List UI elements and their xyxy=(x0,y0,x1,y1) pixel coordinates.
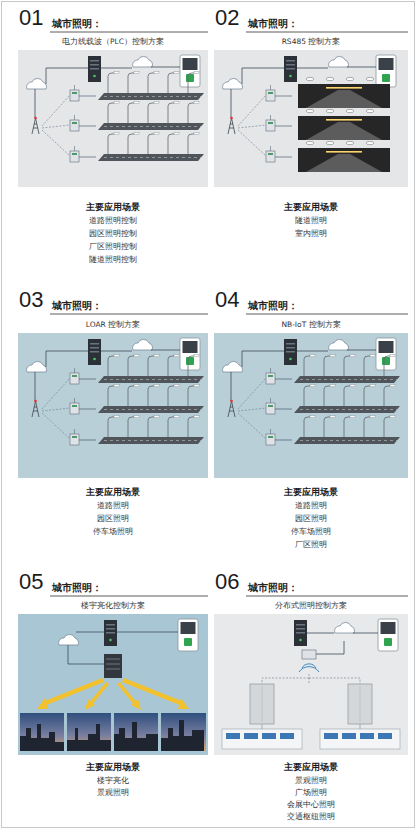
scheme-title: LOAR 控制方案 xyxy=(18,320,208,329)
scheme-title: RS485 控制方案 xyxy=(214,37,408,46)
scenario-heading: 主要应用场景 xyxy=(214,202,408,213)
scenario-item: 广场照明 xyxy=(214,788,408,798)
scheme-title: NB-IoT 控制方案 xyxy=(214,320,408,329)
scenario-item: 厂区照明 xyxy=(214,540,408,550)
section-number: 02 xyxy=(215,7,239,29)
section-title: 城市照明： xyxy=(248,18,298,29)
scenario-item: 景观照明 xyxy=(18,788,208,798)
section-number: 06 xyxy=(215,571,239,593)
scenario-item: 隧道照明控制 xyxy=(18,255,208,265)
scenario-item: 厂区照明控制 xyxy=(18,242,208,252)
section-title: 城市照明： xyxy=(248,582,298,593)
scenario-item: 景观照明 xyxy=(214,776,408,786)
scenario-item: 道路照明控制 xyxy=(18,216,208,226)
scenario-item: 交通枢纽照明 xyxy=(214,812,408,822)
section-title: 城市照明： xyxy=(52,582,102,593)
scenario-item: 室内照明 xyxy=(214,229,408,239)
scenario-item: 停车场照明 xyxy=(18,527,208,537)
scheme-title: 分布式照明控制方案 xyxy=(214,601,408,610)
scheme-title: 楼宇亮化控制方案 xyxy=(18,601,208,610)
scenario-item: 道路照明 xyxy=(18,501,208,511)
scenario-item: 会展中心照明 xyxy=(214,800,408,810)
scenario-heading: 主要应用场景 xyxy=(18,762,208,773)
scenario-item: 园区照明 xyxy=(18,514,208,524)
scheme-title: 电力线载波（PLC）控制方案 xyxy=(18,37,208,46)
section-number: 04 xyxy=(215,289,239,311)
section-number: 03 xyxy=(19,289,43,311)
scenario-item: 楼宇亮化 xyxy=(18,776,208,786)
scenario-item: 道路照明 xyxy=(214,501,408,511)
section-title: 城市照明： xyxy=(248,300,298,311)
scenario-heading: 主要应用场景 xyxy=(214,762,408,773)
scenario-item: 园区照明 xyxy=(214,514,408,524)
scenario-item: 园区照明控制 xyxy=(18,229,208,239)
scenario-heading: 主要应用场景 xyxy=(18,202,208,213)
section-number: 05 xyxy=(19,571,43,593)
scenario-heading: 主要应用场景 xyxy=(18,487,208,498)
section-title: 城市照明： xyxy=(52,300,102,311)
section-number: 01 xyxy=(19,7,43,29)
section-title: 城市照明： xyxy=(52,18,102,29)
scenario-item: 停车场照明 xyxy=(214,527,408,537)
scenario-item: 隧道照明 xyxy=(214,216,408,226)
scenario-heading: 主要应用场景 xyxy=(214,487,408,498)
